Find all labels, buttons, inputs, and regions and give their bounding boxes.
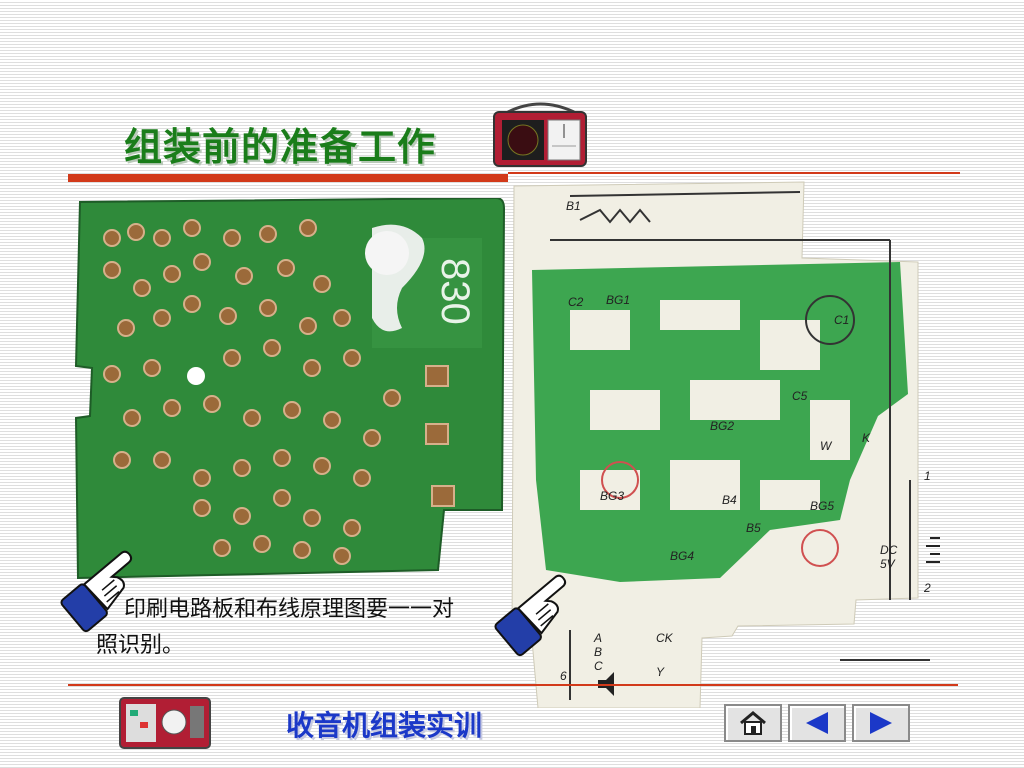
label-bg5: BG5 bbox=[810, 499, 834, 513]
label-a: A bbox=[593, 631, 602, 645]
label-bg3: BG3 bbox=[600, 489, 624, 503]
footer-course-title: 收音机组装实训 bbox=[286, 709, 483, 742]
pointing-hand-icon-2 bbox=[494, 574, 567, 657]
pointing-hand-icon bbox=[60, 550, 133, 633]
footer-rule bbox=[68, 684, 958, 686]
label-w: W bbox=[820, 439, 833, 453]
label-1: 1 bbox=[924, 469, 931, 483]
title-underline-thick bbox=[68, 174, 508, 182]
label-y: Y bbox=[656, 665, 665, 679]
home-icon bbox=[740, 711, 766, 735]
label-c1: C1 bbox=[834, 313, 849, 327]
label-5v: 5V bbox=[880, 557, 896, 571]
label-2: 2 bbox=[923, 581, 931, 595]
previous-arrow-icon bbox=[806, 712, 828, 734]
label-k: K bbox=[862, 431, 871, 445]
label-c: C bbox=[594, 659, 603, 673]
radio-thumbnail-bottom bbox=[119, 697, 211, 749]
label-6: 6 bbox=[560, 669, 567, 683]
radio-thumbnail-top bbox=[493, 102, 587, 167]
previous-button[interactable] bbox=[788, 704, 846, 742]
schematic-diagram: B1 C1 C2 C5 BG1 BG2 BG3 BG4 BG5 B4 B5 W … bbox=[511, 181, 940, 708]
label-ck: CK bbox=[656, 631, 674, 645]
pcb-photo: 830 bbox=[74, 198, 506, 580]
label-bg4: BG4 bbox=[670, 549, 694, 563]
title-underline-thin bbox=[508, 172, 960, 174]
caption-text: 印刷电路板和布线原理图要一一对照识别。 bbox=[96, 597, 455, 658]
label-c2: C2 bbox=[568, 295, 584, 309]
next-button[interactable] bbox=[852, 704, 910, 742]
label-b: B bbox=[594, 645, 602, 659]
slide-title: 组装前的准备工作 bbox=[124, 125, 437, 169]
label-b4: B4 bbox=[722, 493, 737, 507]
label-bg2: BG2 bbox=[710, 419, 734, 433]
label-bg1: BG1 bbox=[606, 293, 630, 307]
label-dc: DC bbox=[880, 543, 898, 557]
next-arrow-icon bbox=[870, 712, 892, 734]
label-b5: B5 bbox=[746, 521, 761, 535]
label-b1: B1 bbox=[566, 199, 581, 213]
pcb-marking: 830 bbox=[433, 258, 477, 325]
home-button[interactable] bbox=[724, 704, 782, 742]
battery-icon bbox=[926, 537, 940, 563]
label-c5: C5 bbox=[792, 389, 808, 403]
